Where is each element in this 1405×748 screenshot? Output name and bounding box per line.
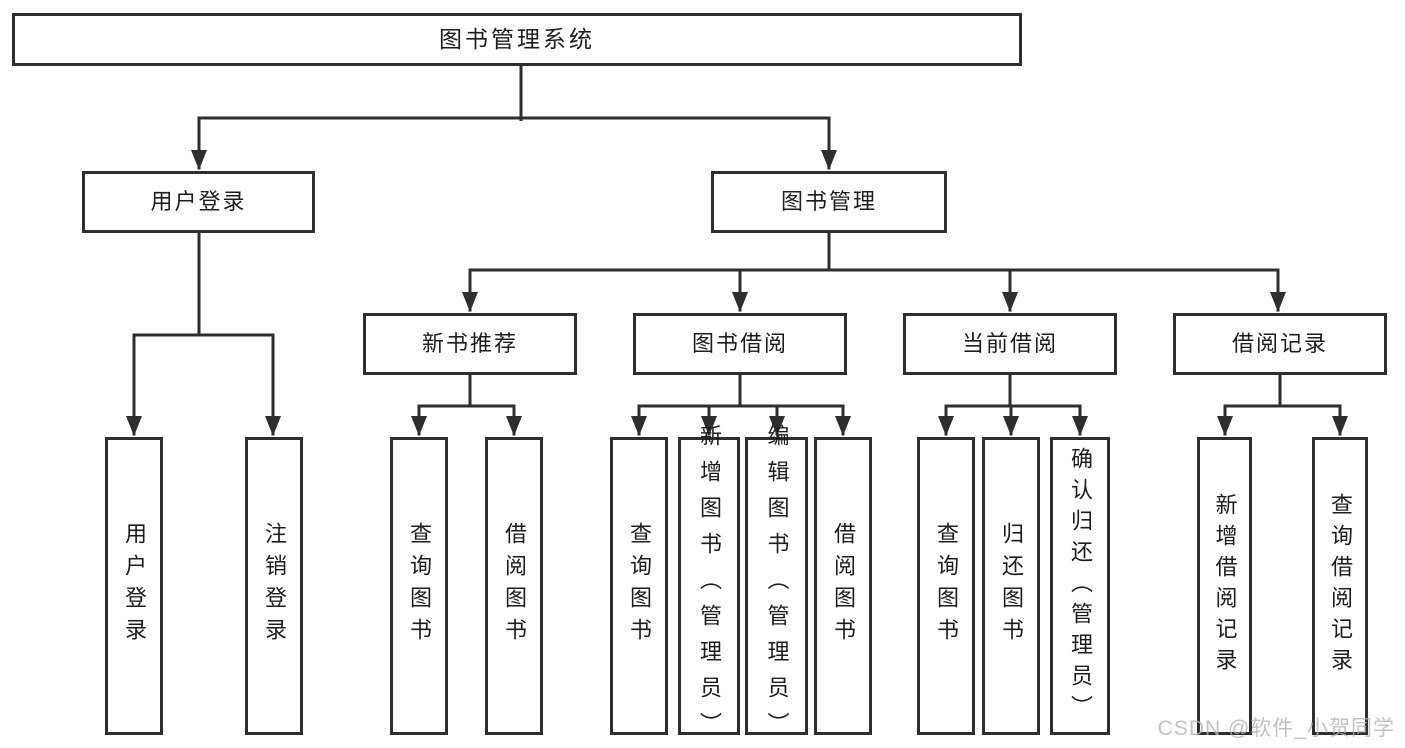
node-label: 新书推荐 bbox=[421, 331, 518, 356]
node-label: 新增借阅记录 bbox=[1212, 493, 1238, 679]
node-book-management: 图书管理 bbox=[711, 171, 947, 233]
leaf-user-login: 用户登录 bbox=[105, 437, 163, 735]
leaf-logout: 注销登录 bbox=[245, 437, 303, 735]
node-user-login: 用户登录 bbox=[82, 171, 315, 233]
leaf-newbookrec-borrow-books: 借阅图书 bbox=[485, 437, 543, 735]
leaf-bookborrow-query-books: 查询图书 bbox=[610, 437, 668, 735]
leaf-currentborrow-query-books: 查询图书 bbox=[917, 437, 975, 735]
watermark: CSDN @软件_小贺同学 bbox=[1157, 717, 1395, 740]
node-label: 图书管理系统 bbox=[439, 26, 595, 52]
leaf-records-add-borrow-record: 新增借阅记录 bbox=[1197, 437, 1252, 735]
node-borrowing-records: 借阅记录 bbox=[1173, 313, 1387, 375]
node-label: 查询图书 bbox=[407, 522, 432, 650]
node-new-book-recommendation: 新书推荐 bbox=[363, 313, 577, 375]
leaf-currentborrow-confirm-return-admin: 确认归还（管理员） bbox=[1050, 437, 1110, 735]
node-current-borrowing: 当前借阅 bbox=[903, 313, 1117, 375]
node-label: 新增图书（管理员） bbox=[697, 424, 722, 748]
node-label: 借阅图书 bbox=[831, 522, 856, 650]
node-label: 用户登录 bbox=[150, 189, 247, 214]
node-label: 编辑图书（管理员） bbox=[764, 424, 790, 748]
node-label: 图书借阅 bbox=[691, 331, 788, 356]
node-library-management-system: 图书管理系统 bbox=[12, 13, 1022, 66]
node-label: 用户登录 bbox=[122, 522, 147, 650]
node-label: 查询图书 bbox=[934, 522, 959, 650]
node-label: 确认归还（管理员） bbox=[1068, 446, 1093, 726]
leaf-bookborrow-borrow-books: 借阅图书 bbox=[814, 437, 872, 735]
leaf-newbookrec-query-books: 查询图书 bbox=[390, 437, 448, 735]
node-label: 图书管理 bbox=[780, 189, 877, 214]
leaf-bookborrow-edit-books-admin: 编辑图书（管理员） bbox=[745, 424, 808, 748]
node-label: 注销登录 bbox=[262, 522, 287, 650]
node-label: 归还图书 bbox=[999, 522, 1024, 650]
node-book-borrowing: 图书借阅 bbox=[633, 313, 847, 375]
node-label: 当前借阅 bbox=[961, 331, 1058, 356]
leaf-currentborrow-return-books: 归还图书 bbox=[982, 437, 1040, 735]
leaf-records-query-borrow-record: 查询借阅记录 bbox=[1312, 437, 1368, 735]
node-label: 借阅记录 bbox=[1231, 331, 1328, 356]
node-label: 借阅图书 bbox=[502, 522, 527, 650]
node-label: 查询借阅记录 bbox=[1328, 493, 1353, 679]
node-label: 查询图书 bbox=[627, 522, 652, 650]
leaf-bookborrow-add-books-admin: 新增图书（管理员） bbox=[678, 424, 740, 748]
